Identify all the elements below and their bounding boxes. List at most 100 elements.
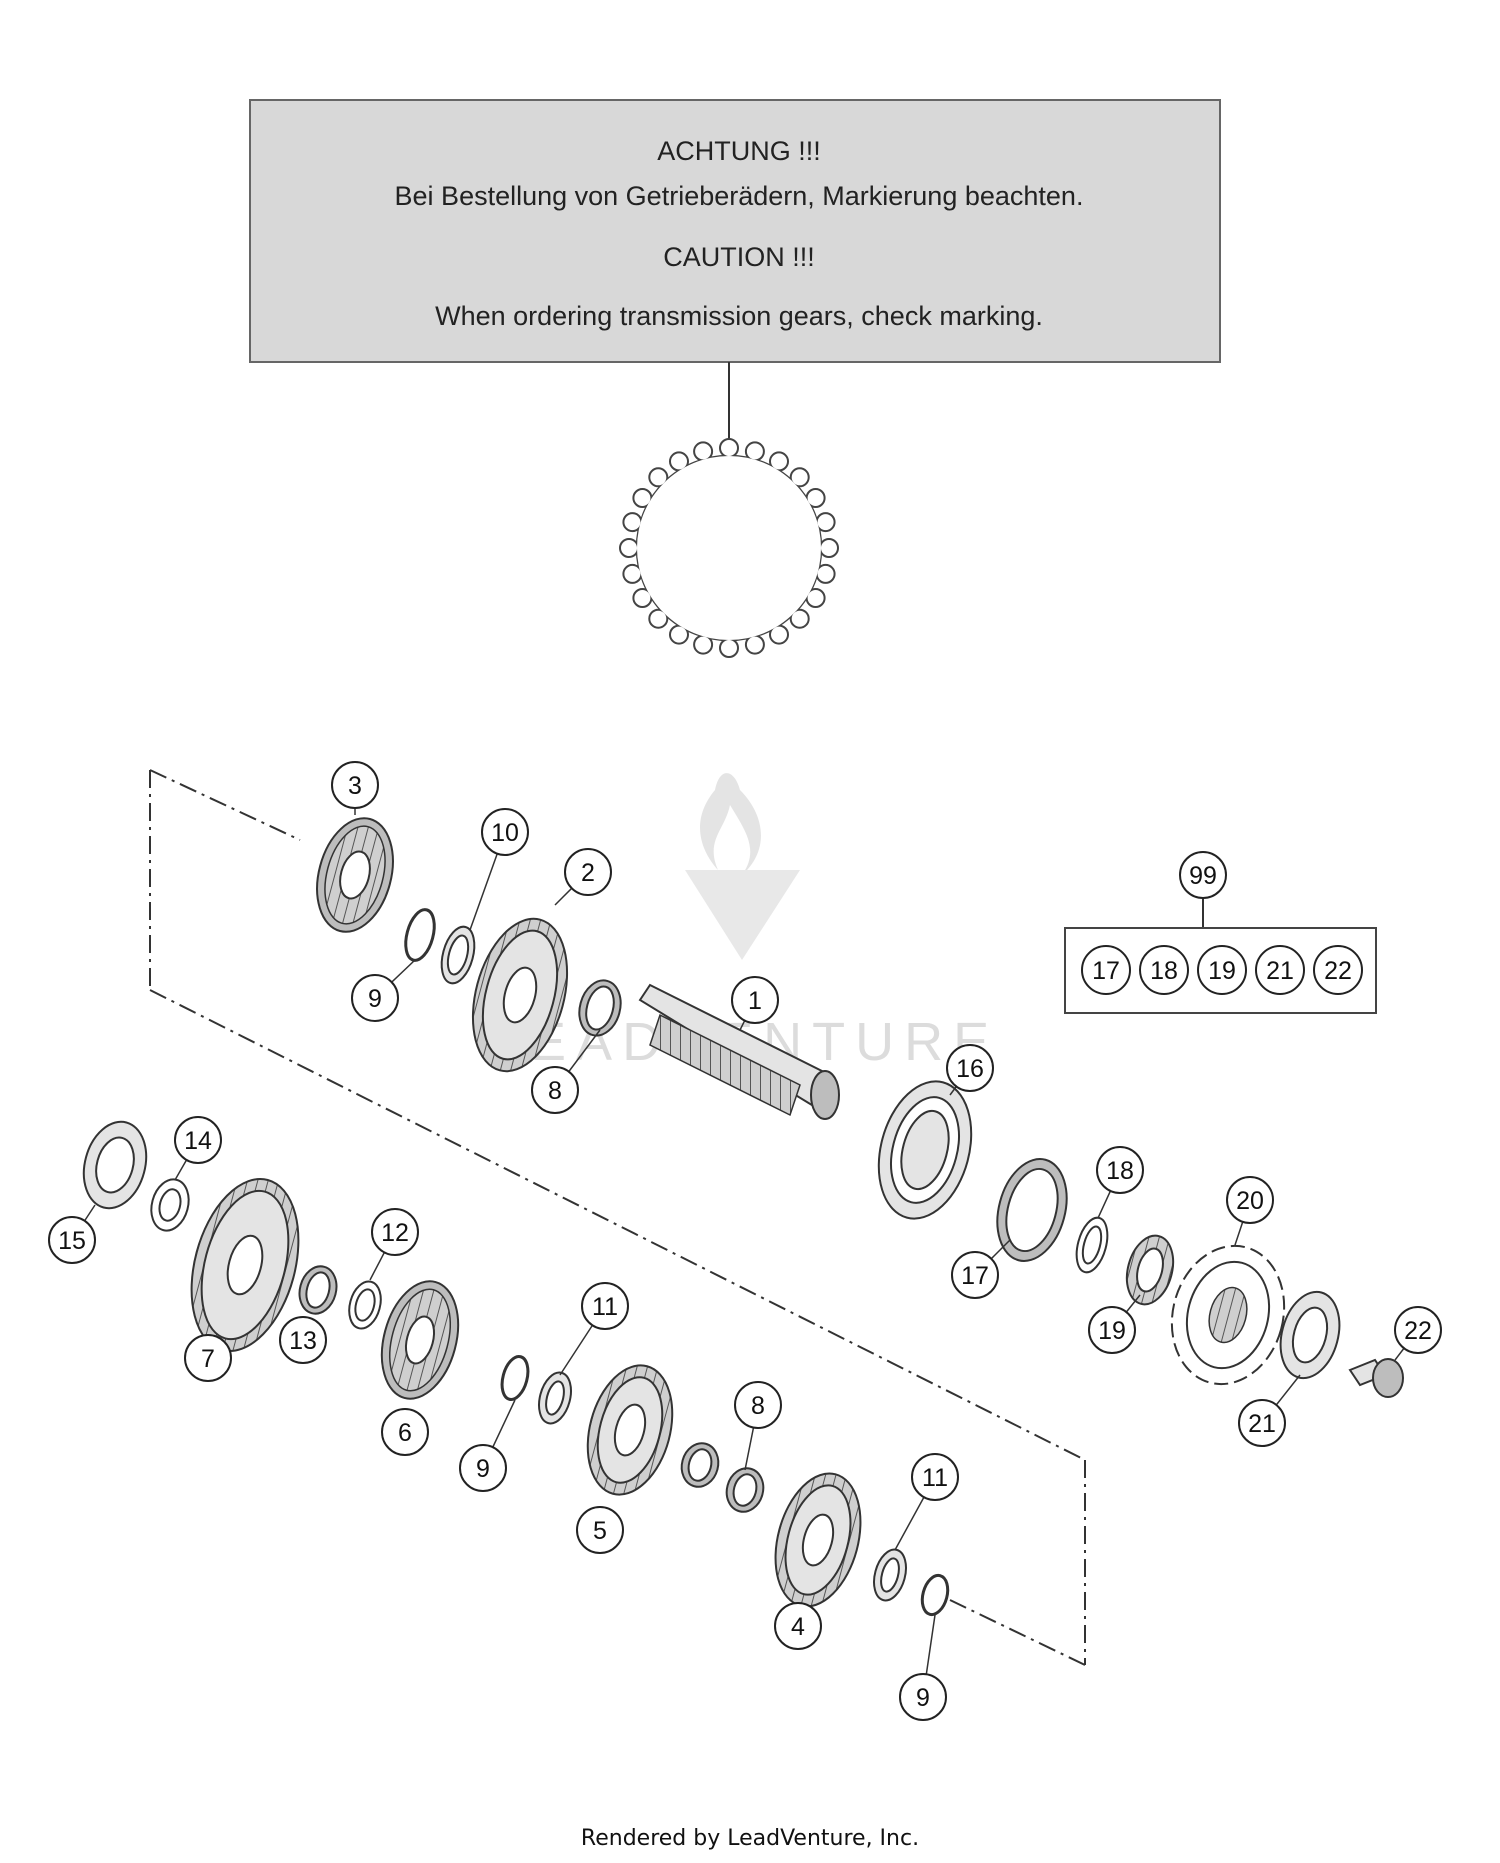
washer-10	[440, 925, 476, 985]
gear-2	[471, 917, 569, 1073]
kit-item-circle	[1197, 945, 1247, 995]
leadventure-watermark: LEADVENTURE	[490, 773, 989, 1072]
gear-7	[190, 1178, 300, 1352]
callout-circle	[774, 1602, 822, 1650]
callout-circle	[331, 761, 379, 809]
callout-number: 20	[1236, 1187, 1264, 1215]
gear-5	[586, 1364, 674, 1496]
callout-number: 17	[961, 1262, 989, 1290]
callout-kit: 99	[1179, 851, 1227, 899]
callout-number: 14	[184, 1127, 212, 1155]
callout-circle	[279, 1316, 327, 1364]
callout-10: 10	[481, 808, 529, 856]
kit-item-circle	[1081, 945, 1131, 995]
bushing-8-lower-b	[725, 1467, 765, 1513]
callout-circle	[576, 1506, 624, 1554]
callout-11: 11	[581, 1282, 629, 1330]
callout-number: 21	[1248, 1410, 1276, 1438]
callout-circle	[459, 1444, 507, 1492]
gear-6	[380, 1280, 460, 1400]
kit-label: 99	[1189, 862, 1217, 890]
gear-tooth	[669, 451, 689, 472]
gear-tooth	[693, 634, 714, 655]
gear-tooth	[632, 488, 653, 508]
callout-13: 13	[279, 1316, 327, 1364]
gear-tooth	[648, 608, 669, 629]
callout-circle	[1238, 1399, 1286, 1447]
callout-circle	[951, 1251, 999, 1299]
callout-circle	[1394, 1306, 1442, 1354]
kit-item-19: 19	[1197, 945, 1247, 995]
callout-18: 18	[1096, 1146, 1144, 1194]
callout-circle	[381, 1408, 429, 1456]
callout-3: 3	[331, 761, 379, 809]
callout-number: 6	[398, 1419, 412, 1447]
gear-tooth	[769, 451, 789, 472]
callout-circle	[1096, 1146, 1144, 1194]
callout-19: 19	[1088, 1306, 1136, 1354]
callout-number: 12	[381, 1219, 409, 1247]
callout-9: 9	[459, 1444, 507, 1492]
callout-circle	[48, 1216, 96, 1264]
callout-number: 8	[751, 1392, 765, 1420]
kit-item-22: 22	[1313, 945, 1363, 995]
gear-tooth	[648, 467, 669, 488]
gear-tooth	[744, 441, 765, 462]
kit-item-circle	[1313, 945, 1363, 995]
callout-number: 5	[593, 1517, 607, 1545]
kit-item-number: 22	[1324, 957, 1352, 985]
callout-number: 11	[592, 1293, 618, 1321]
callout-5: 5	[576, 1506, 624, 1554]
kit-item-number: 17	[1092, 957, 1120, 985]
footer-credit: Rendered by LeadVenture, Inc.	[581, 1826, 919, 1851]
callout-8: 8	[734, 1381, 782, 1429]
callout-number: 4	[791, 1613, 805, 1641]
callout-number: 11	[922, 1464, 948, 1492]
washer-14	[150, 1178, 190, 1232]
callout-number: 9	[368, 985, 382, 1013]
callout-number: 15	[58, 1227, 86, 1255]
gear-tooth	[789, 608, 810, 629]
gear-tooth	[619, 538, 639, 558]
callout-number: 9	[476, 1455, 490, 1483]
gear-tooth	[805, 488, 826, 508]
gear-tooth	[819, 538, 839, 558]
gear-tooth	[769, 624, 789, 645]
callout-9: 9	[899, 1673, 947, 1721]
callout-16: 16	[946, 1044, 994, 1092]
gear-tooth	[744, 634, 765, 655]
gear-tooth	[719, 638, 739, 658]
main-shaft-1	[638, 983, 840, 1120]
ring-9-lower-left	[500, 1355, 530, 1401]
notice-de-title: ACHTUNG !!!	[657, 136, 821, 166]
callout-21: 21	[1238, 1399, 1286, 1447]
ring-9-upper	[404, 908, 436, 962]
callout-number: 22	[1404, 1317, 1432, 1345]
notice-en-title: CAUTION !!!	[663, 242, 815, 272]
callout-number: 1	[748, 987, 762, 1015]
callout-circle	[911, 1453, 959, 1501]
callout-number: 10	[491, 819, 519, 847]
callout-8: 8	[531, 1066, 579, 1114]
callout-circle	[731, 976, 779, 1024]
callout-12: 12	[371, 1208, 419, 1256]
seal-17	[996, 1158, 1068, 1262]
callout-number: 8	[548, 1077, 562, 1105]
gear-3	[316, 817, 394, 933]
callout-circle	[899, 1673, 947, 1721]
kit-item-17: 17	[1081, 945, 1131, 995]
callout-number: 9	[916, 1684, 930, 1712]
callout-4: 4	[774, 1602, 822, 1650]
callout-22: 22	[1394, 1306, 1442, 1354]
callout-circle	[184, 1334, 232, 1382]
kit-item-number: 19	[1208, 957, 1236, 985]
callout-6: 6	[381, 1408, 429, 1456]
notice-de-text: Bei Bestellung von Getrieberädern, Marki…	[395, 181, 1084, 211]
sprocket-20	[1170, 1244, 1286, 1386]
callout-number: 18	[1106, 1157, 1134, 1185]
callout-circle	[581, 1282, 629, 1330]
notice-en-text: When ordering transmission gears, check …	[435, 301, 1043, 331]
callout-7: 7	[184, 1334, 232, 1382]
